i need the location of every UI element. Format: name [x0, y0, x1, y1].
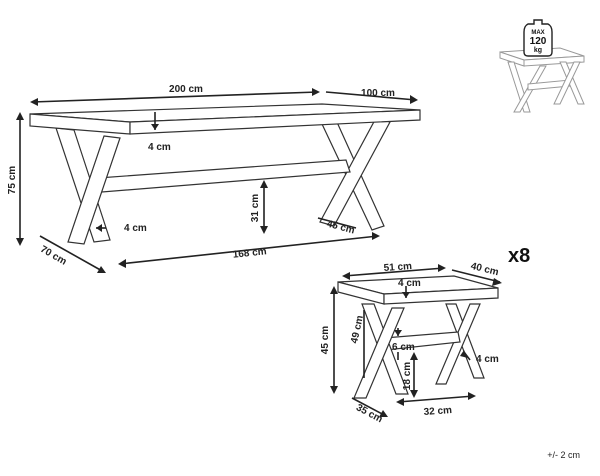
table-stretcher [97, 159, 351, 193]
stool-quantity: x8 [508, 245, 530, 267]
table-top-side-edge [129, 109, 421, 135]
arrow-table-inner-length [119, 235, 379, 265]
dining-table-drawing [29, 103, 421, 245]
label-stool-length: 51 cm [383, 261, 412, 274]
label-table-height: 75 cm [7, 166, 18, 194]
max-load-badge: MAX 120 kg [523, 19, 553, 57]
badge-line2: 120 [530, 36, 547, 47]
label-table-depth: 100 cm [361, 88, 395, 99]
label-stool-leg-thickness: 4 cm [476, 354, 499, 365]
arrow-table-length [31, 91, 319, 103]
label-stool-base-depth: 35 cm [354, 402, 384, 425]
badge-line3: kg [534, 47, 542, 54]
table-left-leg-b [67, 135, 121, 245]
arrow-table-leg-width [317, 217, 357, 229]
label-table-length: 200 cm [169, 84, 203, 95]
tolerance-note: +/- 2 cm [547, 450, 580, 460]
stool-dimension-arrows [330, 264, 502, 417]
label-stool-inner-length: 32 cm [423, 405, 452, 418]
label-table-inner-length: 168 cm [232, 246, 267, 260]
badge-line1: MAX [531, 30, 544, 36]
arrow-table-depth [325, 91, 417, 101]
stool-drawing [337, 275, 499, 399]
label-stool-height: 45 cm [320, 326, 331, 354]
label-stool-stretcher-height: 18 cm [402, 362, 413, 390]
stool-reference-thumbnail [499, 47, 585, 113]
label-table-leg-thickness: 4 cm [124, 223, 147, 234]
label-table-stretcher-height: 31 cm [250, 194, 261, 222]
label-table-top-thickness: 4 cm [148, 142, 171, 153]
table-dimension-arrows [16, 88, 418, 273]
arrow-table-base-depth [39, 235, 105, 273]
weight-icon [523, 19, 553, 57]
label-stool-stretcher-thickness: 6 cm [392, 342, 415, 353]
label-table-leg-width: 45 cm [326, 219, 356, 237]
label-stool-top-thickness: 4 cm [398, 278, 421, 289]
label-table-base-depth: 70 cm [38, 244, 68, 268]
